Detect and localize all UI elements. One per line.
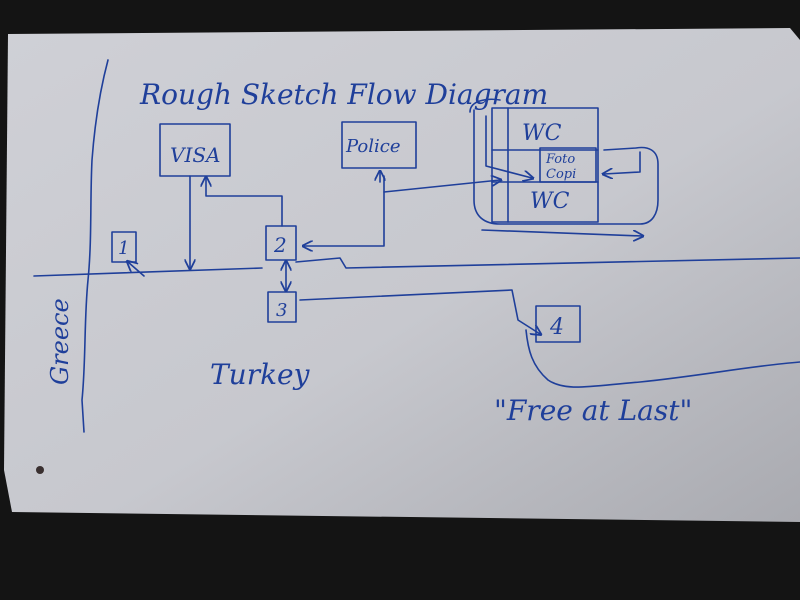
turkey-label: Turkey (210, 358, 311, 391)
step-1-box (111, 231, 137, 263)
visa-label: VISA (170, 143, 221, 167)
greece-label: Greece (46, 298, 74, 385)
visa-to-box2-line (206, 178, 283, 227)
step-1-arrow (128, 262, 145, 277)
wc-block-outer (491, 107, 599, 223)
step-3-label: 3 (276, 300, 287, 321)
police-label: Police (345, 136, 400, 157)
diagram-title: Rough Sketch Flow Diagram (139, 78, 548, 111)
police-to-box2-line (304, 175, 385, 246)
paper-sheet (4, 28, 800, 522)
copi-label: Copi (546, 167, 576, 182)
freedom-boundary-line (525, 329, 800, 388)
route-to-wc-line (383, 180, 500, 193)
box3-to-box4-line (299, 289, 540, 334)
main-route-line (33, 267, 263, 277)
foto-copi-box (539, 147, 597, 183)
main-route-line-right (295, 257, 800, 269)
wc-top-label: WC (522, 121, 562, 146)
wc-loop-path (469, 98, 659, 225)
wc-bottom-label: WC (530, 189, 570, 214)
visa-box (159, 123, 231, 177)
wc-loop-arrow-bottom (481, 229, 642, 236)
police-box (341, 121, 417, 169)
wc-inner-left (485, 115, 532, 178)
step-1-label: 1 (118, 238, 129, 259)
step-3-box (267, 291, 297, 323)
free-at-last-caption: "Free at Last" (494, 394, 692, 427)
foto-label: Foto (545, 152, 575, 167)
step-4-label: 4 (549, 315, 564, 340)
step-4-box (535, 305, 581, 343)
step-2-label: 2 (273, 233, 287, 257)
border-line (81, 59, 109, 433)
wc-inner-return (604, 151, 641, 174)
paper-spot (36, 466, 44, 474)
